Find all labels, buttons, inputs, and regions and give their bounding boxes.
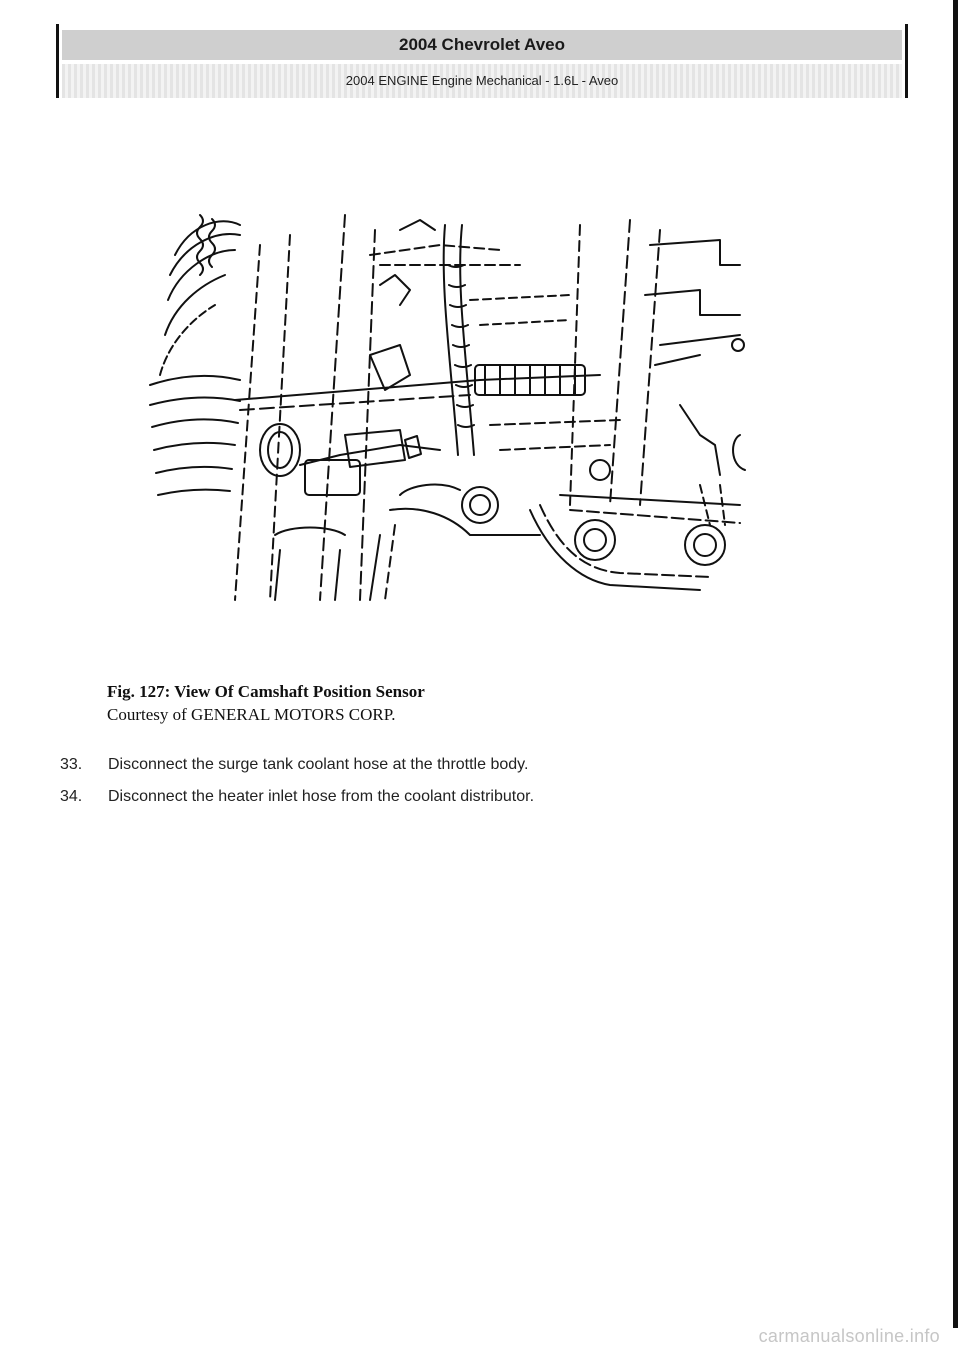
page-bottom-margin xyxy=(0,1328,960,1358)
header-divider-right xyxy=(905,24,908,98)
step-item: 34. Disconnect the heater inlet hose fro… xyxy=(60,786,920,818)
page-border xyxy=(953,0,958,1330)
step-number: 33. xyxy=(60,756,83,773)
step-number: 34. xyxy=(60,788,83,805)
header-title: 2004 Chevrolet Aveo xyxy=(62,30,902,60)
watermark: carmanualsonline.info xyxy=(758,1326,940,1346)
figure-caption: Fig. 127: View Of Camshaft Position Sens… xyxy=(107,680,425,726)
header-subtitle: 2004 ENGINE Engine Mechanical - 1.6L - A… xyxy=(62,64,902,98)
camshaft-position-sensor-figure xyxy=(140,205,760,605)
step-text: Disconnect the surge tank coolant hose a… xyxy=(108,756,529,773)
figure-title: Fig. 127: View Of Camshaft Position Sens… xyxy=(107,682,425,701)
step-item: 33. Disconnect the surge tank coolant ho… xyxy=(60,754,920,786)
procedure-steps: 33. Disconnect the surge tank coolant ho… xyxy=(60,754,920,818)
figure-credit: Courtesy of GENERAL MOTORS CORP. xyxy=(107,705,396,724)
step-text: Disconnect the heater inlet hose from th… xyxy=(108,788,535,805)
camshaft-position-sensor-icon xyxy=(149,214,746,601)
header-divider-left xyxy=(56,24,59,98)
document-header: 2004 Chevrolet Aveo 2004 ENGINE Engine M… xyxy=(56,24,908,98)
